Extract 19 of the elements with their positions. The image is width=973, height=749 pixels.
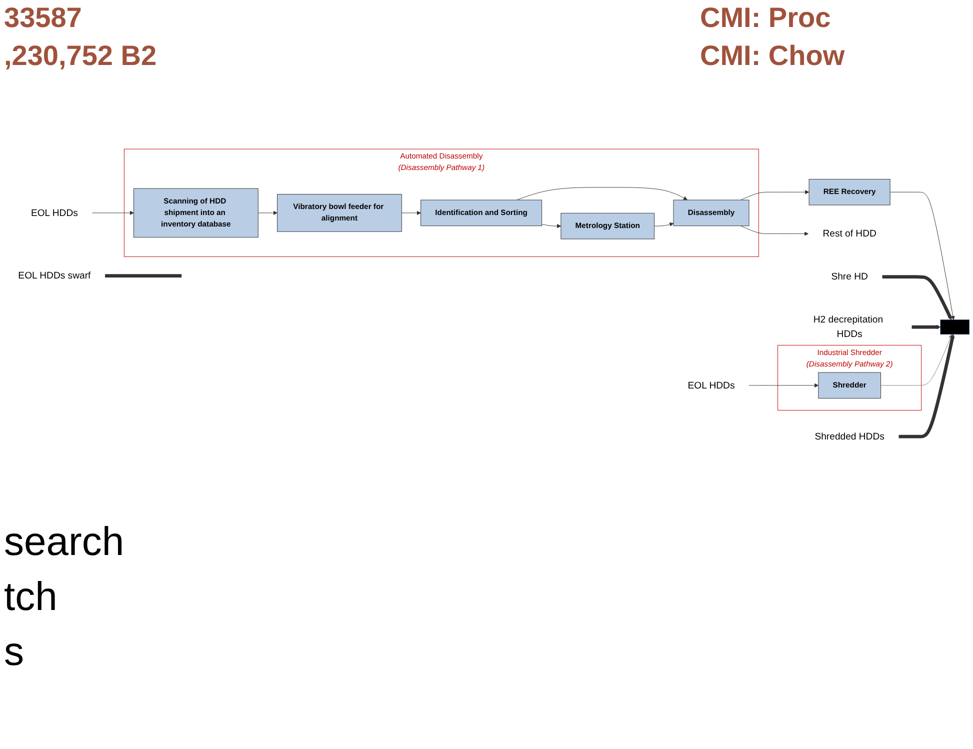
slide-text: s [4,630,24,675]
arrow [898,334,954,438]
node-box [940,320,970,334]
slide-text: 33587 [4,2,82,34]
slide-text: ,230,752 B2 [4,40,157,72]
node-text: EOL HDDs [30,208,78,218]
slide-text: CMI: Proc [700,2,831,34]
arrow [912,324,941,330]
slide-text: search [4,520,124,565]
node-text: Shre HD [831,272,868,282]
slide-text: tch [4,575,58,620]
connector [104,274,182,278]
node-text: H2 decrepitation HDDs [813,314,884,340]
slide-text: CMI: Chow [700,40,845,72]
node-text: EOL HDDs [688,380,735,391]
arrow [882,275,952,320]
node-text: EOL HDDs swarf [18,270,91,282]
node-text: Rest of HDD [822,228,876,239]
node-text: Shredded HDDs [814,431,884,442]
